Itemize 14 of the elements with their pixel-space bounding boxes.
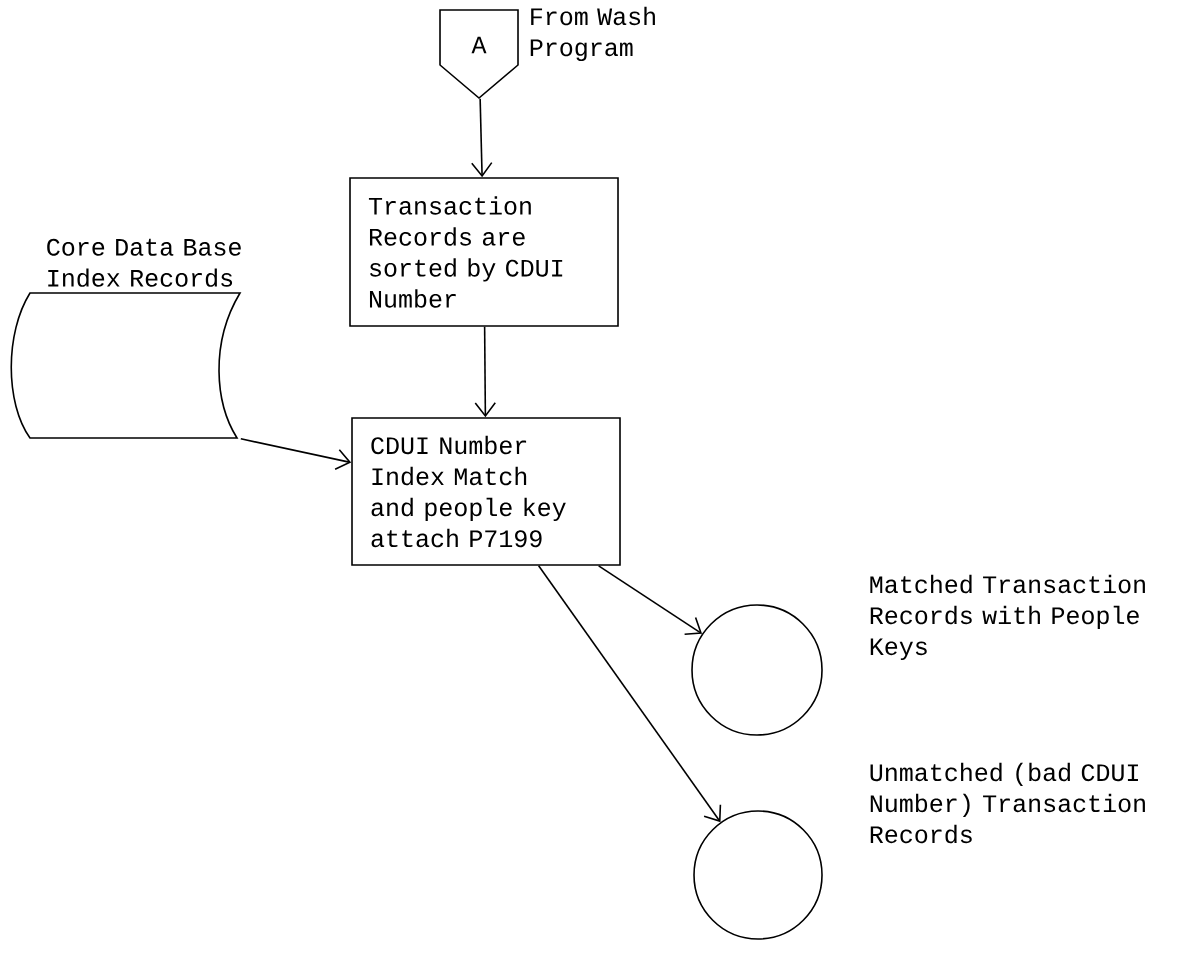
node-caption: From Wash Program xyxy=(530,6,655,62)
circle xyxy=(693,810,823,940)
arrow xyxy=(597,565,703,636)
store-label: Core Data Base Index Records xyxy=(47,238,241,287)
node-caption: Unmatched (bad CDUI Number) Transaction Records xyxy=(870,762,1145,844)
arrow xyxy=(470,98,493,178)
arrow xyxy=(537,565,722,823)
arrow xyxy=(474,326,497,418)
offpage-connector: A xyxy=(439,9,519,100)
node-caption: Matched Transaction Records with People Keys xyxy=(870,574,1145,661)
process-box: Transaction Records are sorted by CDUI Number xyxy=(349,177,619,327)
arrow xyxy=(240,438,352,471)
circle xyxy=(691,604,823,736)
process-box: CDUI Number Index Match and people key attach P7199 xyxy=(351,417,621,566)
